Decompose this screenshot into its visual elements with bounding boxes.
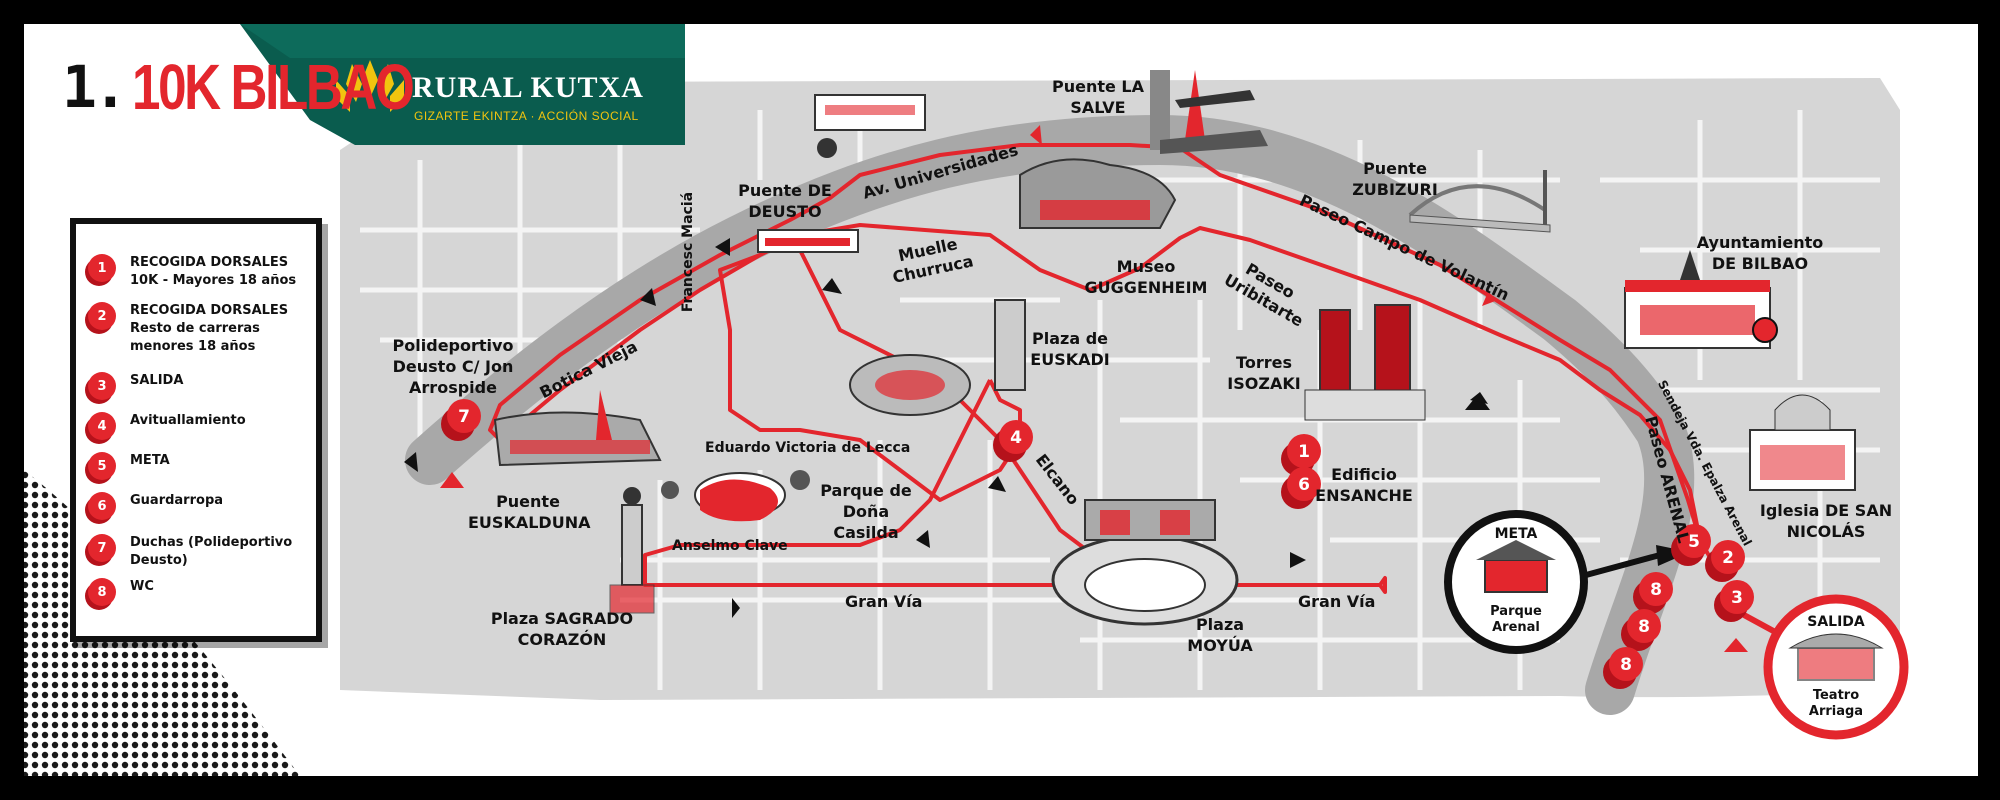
salida-callout	[1742, 594, 1909, 740]
legend-marker: 2	[88, 302, 116, 330]
sponsor-logo: RURAL KUTXA GIZARTE EKINTZA · ACCIÓN SOC…	[310, 25, 685, 145]
legend-marker: 1	[88, 254, 116, 282]
salida-label: SALIDA	[1807, 614, 1865, 630]
route-arrows	[440, 125, 1748, 652]
landmark-illustrations	[493, 70, 1856, 626]
map-marker-number: 8	[1620, 655, 1632, 675]
parque-casilda-illustration	[661, 470, 810, 522]
euskalduna-illustration	[493, 390, 662, 467]
map-marker-number: 6	[1298, 475, 1310, 495]
map-marker-number: 7	[458, 407, 470, 427]
legend-marker: 5	[88, 452, 116, 480]
race-brand: 1. 10K BILBAO	[62, 42, 482, 132]
map-marker-m2: 2	[1705, 540, 1745, 582]
label-torres-isozaki: Torres ISOZAKI	[1227, 353, 1301, 393]
puente-deusto-illustration	[757, 229, 859, 253]
label-puente-euskalduna: Puente EUSKALDUNA	[468, 492, 591, 532]
san-nicolas-illustration	[1749, 394, 1856, 491]
legend-label: Avituallamiento	[130, 413, 246, 428]
meta-label: META	[1494, 526, 1538, 542]
bridge-la-salve-illustration	[1150, 70, 1268, 154]
legend-marker: 8	[88, 578, 116, 606]
map-marker-number: 4	[1010, 428, 1022, 448]
map-marker-m3: 3	[1714, 580, 1754, 622]
legend-marker: 4	[88, 412, 116, 440]
direction-markers	[404, 238, 1490, 618]
ayuntamiento-illustration	[1624, 250, 1778, 349]
label-ayuntamiento: Ayuntamiento DE BILBAO	[1696, 233, 1824, 273]
sponsor-tagline: GIZARTE EKINTZA · ACCIÓN SOCIAL	[414, 109, 639, 123]
legend-label: Guardarropa	[130, 493, 224, 508]
legend-label: SALIDA	[130, 373, 184, 388]
label-plaza-moyua: Plaza MOYÚA	[1187, 615, 1253, 655]
plaza-moyua-illustration	[1051, 499, 1239, 626]
street-francesc-macia: Francesc Maciá	[680, 191, 697, 313]
map-marker-m5: 5	[1671, 524, 1711, 566]
label-puente-zubizuri: Puente ZUBIZURI	[1352, 159, 1438, 199]
map-marker-m8c: 8	[1603, 647, 1643, 689]
map-marker-number: 8	[1638, 617, 1650, 637]
map-marker-m4: 4	[993, 420, 1033, 462]
label-puente-la-salve: Puente LA SALVE	[1051, 77, 1144, 117]
label-parque-casilda: Parque de Doña Casilda	[820, 481, 912, 542]
torres-isozaki-illustration	[1304, 304, 1426, 421]
race-title: 10K BILBAO	[131, 51, 415, 123]
guggenheim-illustration	[1019, 158, 1177, 229]
meta-place-label: Parque Arenal	[1490, 604, 1542, 635]
label-museo-guggenheim: Museo GUGGENHEIM	[1084, 257, 1208, 297]
label-plaza-euskadi: Plaza de EUSKADI	[1030, 329, 1110, 369]
map-marker-m8a: 8	[1633, 572, 1673, 614]
map-marker-number: 5	[1688, 532, 1700, 552]
legend-item: 6 Guardarropa	[88, 492, 300, 520]
label-iglesia-san-nicolas: Iglesia DE SAN NICOLÁS	[1759, 501, 1893, 541]
legend-item: 8 WC	[88, 578, 300, 606]
race-number: 1.	[62, 53, 128, 121]
map-marker-m7: 7	[441, 399, 481, 441]
street-gran-via-1: Gran Vía	[845, 592, 923, 611]
map-marker-number: 1	[1298, 442, 1310, 462]
legend-marker: 3	[88, 372, 116, 400]
legend-label: Duchas (Polideportivo Deusto)	[130, 535, 293, 568]
sagrado-corazon-illustration	[609, 487, 655, 614]
salida-place-label: Teatro Arriaga	[1808, 688, 1864, 719]
sponsor-name: RURAL KUTXA	[412, 71, 644, 104]
legend-marker: 6	[88, 492, 116, 520]
legend-item: 2 RECOGIDA DORSALES Resto de carreras me…	[88, 302, 300, 356]
deusto-university-illustration	[814, 94, 926, 158]
map-marker-m8b: 8	[1621, 609, 1661, 651]
street-eduardo-victoria: Eduardo Victoria de Lecca	[705, 440, 911, 456]
legend-item: 5 META	[88, 452, 300, 480]
label-plaza-sagrado-corazon: Plaza SAGRADO CORAZÓN	[490, 609, 634, 649]
map-marker-number: 8	[1650, 580, 1662, 600]
label-puente-deusto: Puente DE DEUSTO	[738, 181, 832, 221]
sponsor-emblem-icon	[336, 60, 404, 112]
legend-item: 3 SALIDA	[88, 372, 300, 400]
street-anselmo-clave: Anselmo Clave	[672, 538, 788, 554]
map-marker-number: 3	[1731, 588, 1743, 608]
legend-item: 7 Duchas (Polideportivo Deusto)	[88, 534, 300, 570]
street-gran-via-2: Gran Vía	[1298, 592, 1376, 611]
label-edificio-ensanche: Edificio ENSANCHE	[1315, 465, 1413, 505]
label-polideportivo: Polideportivo Deusto C/ Jon Arrospide	[392, 336, 514, 397]
legend-label: RECOGIDA DORSALES Resto de carreras meno…	[130, 303, 289, 354]
sponsor-banner-accent	[240, 24, 685, 58]
euskadi-plaza-illustration	[849, 299, 1026, 416]
legend-item: 4 Avituallamiento	[88, 412, 300, 440]
map-marker-number: 2	[1722, 548, 1734, 568]
bridge-zubizuri-illustration	[1408, 170, 1551, 233]
legend-label: META	[130, 453, 170, 468]
legend-item: 1 RECOGIDA DORSALES 10K - Mayores 18 año…	[88, 254, 300, 290]
legend-panel: 1 RECOGIDA DORSALES 10K - Mayores 18 año…	[70, 218, 322, 642]
legend-label: WC	[130, 579, 154, 594]
legend-marker: 7	[88, 534, 116, 562]
map-marker-m6: 6	[1281, 467, 1321, 509]
meta-callout	[1444, 510, 1690, 654]
legend-label: RECOGIDA DORSALES 10K - Mayores 18 años	[130, 255, 297, 288]
